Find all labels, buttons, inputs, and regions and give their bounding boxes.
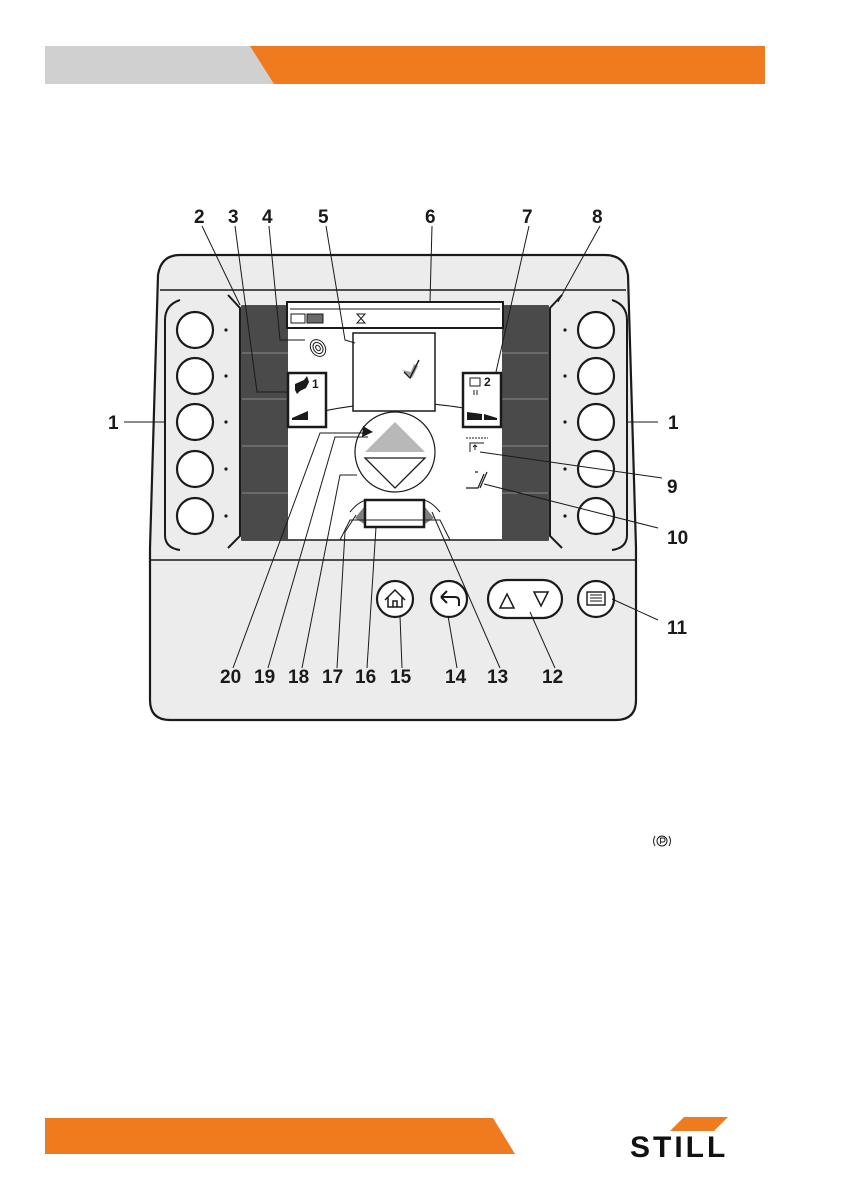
callout-18: 18 (288, 667, 309, 688)
left-softkey-panel (242, 306, 288, 540)
menu-button[interactable] (578, 581, 614, 617)
softkey-left-2[interactable] (177, 358, 213, 394)
softkey-right-3[interactable] (578, 404, 614, 440)
callout-7: 7 (522, 207, 533, 228)
softkey-left-5[interactable] (177, 498, 213, 534)
still-logo: STILL (630, 1133, 770, 1163)
callout-11: 11 (667, 618, 688, 639)
hydraulic-program-number: 2 (484, 375, 491, 389)
callout-1-right: 1 (668, 413, 679, 434)
softkey-left-3[interactable] (177, 404, 213, 440)
callout-1-left: 1 (108, 413, 119, 434)
callout-12: 12 (542, 667, 563, 688)
callout-5: 5 (318, 207, 329, 228)
callout-10: 10 (667, 528, 688, 549)
callout-13: 13 (487, 667, 508, 688)
callout-6: 6 (425, 207, 436, 228)
callout-17: 17 (322, 667, 343, 688)
info-display-field (365, 500, 424, 527)
callout-4: 4 (262, 207, 273, 228)
back-button[interactable] (431, 581, 467, 617)
callout-16: 16 (355, 667, 376, 688)
center-display-box (353, 333, 435, 411)
drive-program-number: 1 (312, 377, 319, 391)
callout-8: 8 (592, 207, 603, 228)
callout-15: 15 (390, 667, 412, 688)
callout-19: 19 (254, 667, 275, 688)
footer-orange-band (45, 1118, 515, 1154)
softkey-left-4[interactable] (177, 451, 213, 487)
callout-20: 20 (220, 667, 241, 688)
right-softkey-panel (502, 306, 548, 540)
callout-9: 9 (667, 477, 678, 498)
softkey-right-2[interactable] (578, 358, 614, 394)
parking-brake-icon (654, 836, 671, 846)
home-button[interactable] (377, 581, 413, 617)
softkey-right-1[interactable] (578, 312, 614, 348)
up-down-rocker-button[interactable] (488, 580, 562, 618)
softkey-left-1[interactable] (177, 312, 213, 348)
callout-2: 2 (194, 207, 205, 228)
callout-3: 3 (228, 207, 239, 228)
callout-14: 14 (445, 667, 467, 688)
